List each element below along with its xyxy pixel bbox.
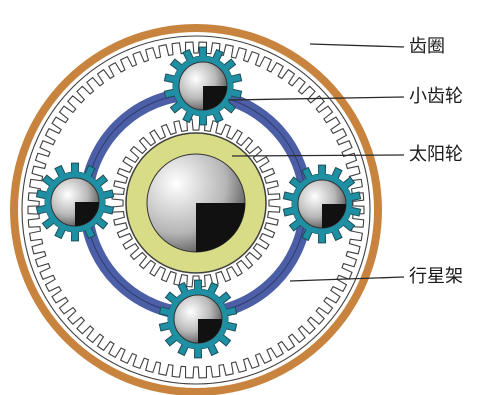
leader-line-ring [310,44,404,47]
label-ring-gear: 齿圈 [409,38,445,56]
label-sun-gear: 太阳轮 [409,146,463,164]
label-planet-gear: 小齿轮 [409,88,463,106]
label-planet-carrier: 行星架 [409,268,463,286]
